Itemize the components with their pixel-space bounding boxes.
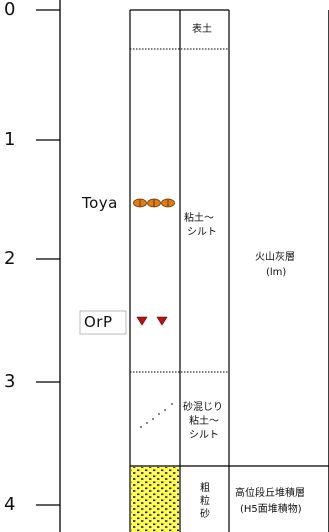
sandy-clay-silt-line-2: 粘土～ <box>189 416 219 427</box>
terrace-label: 高位段丘堆積層 <box>235 488 305 499</box>
coarse-sand-char-1: 粗 <box>200 483 210 494</box>
depth-axis <box>36 0 61 532</box>
coarse-sand-pattern <box>131 467 179 532</box>
clay-silt-line-1: 粘土～ <box>184 213 214 224</box>
orp-label-box <box>79 310 127 335</box>
coarse-sand-label: 粗 粒 砂 <box>198 482 212 521</box>
surface-soil-label: 表土 <box>192 24 212 35</box>
sandy-clay-silt-line-1: 砂混じり <box>183 402 223 413</box>
toya-symbols <box>133 198 175 208</box>
volcanic-ash-label: 火山灰層 <box>255 252 295 263</box>
volcanic-ash-code: (lm) <box>266 267 287 278</box>
terrace-code: (H5面堆積物) <box>240 504 302 515</box>
clay-silt-label: 粘土～ シルト <box>184 212 217 240</box>
coarse-sand-char-3: 砂 <box>200 509 210 520</box>
coarse-sand-char-2: 粒 <box>200 496 210 507</box>
sandy-clay-silt-line-3: シルト <box>189 430 219 441</box>
toya-label: Toya <box>82 194 118 212</box>
depth-label-1: 1 <box>4 129 16 150</box>
sand-dots <box>140 403 173 428</box>
orp-label: OrP <box>84 313 113 331</box>
log-columns <box>129 9 329 532</box>
clay-silt-line-2: シルト <box>187 227 217 238</box>
depth-label-3: 3 <box>4 371 16 392</box>
orp-symbols <box>136 316 168 326</box>
depth-label-4: 4 <box>4 494 16 515</box>
sandy-clay-silt-label: 砂混じり 粘土～ シルト <box>183 401 223 443</box>
depth-label-0: 0 <box>4 0 16 20</box>
depth-label-2: 2 <box>4 248 16 269</box>
